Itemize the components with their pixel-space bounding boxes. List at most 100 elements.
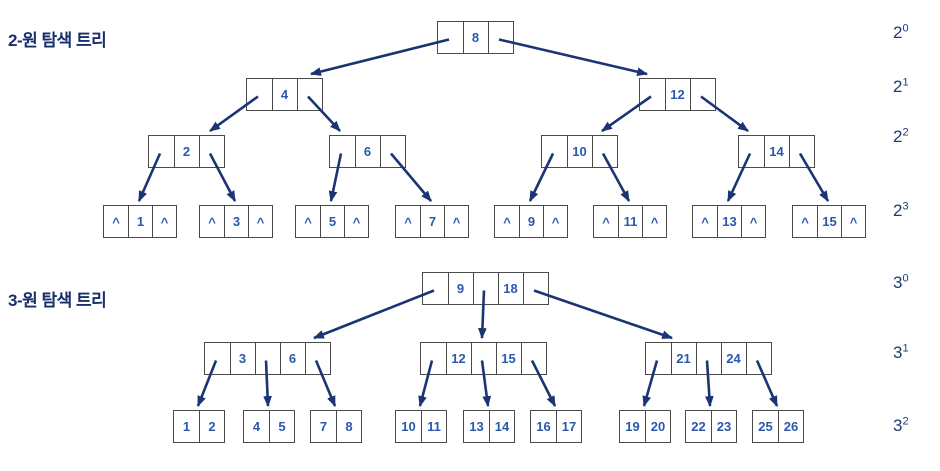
level-label-exponent: 2 <box>902 415 909 428</box>
level-label-base: 2 <box>893 77 903 96</box>
level-label-base: 2 <box>893 201 903 220</box>
node-value: 4 <box>252 419 261 434</box>
pointer-cell <box>198 136 224 167</box>
value-cell: 1 <box>174 411 199 442</box>
null-marker: ^ <box>503 215 511 230</box>
node-value: 15 <box>822 214 837 229</box>
value-cell: 14 <box>763 136 789 167</box>
node-value: 1 <box>182 419 191 434</box>
node-value: 5 <box>328 214 337 229</box>
node-value: 11 <box>427 419 441 434</box>
pointer-cell <box>472 273 498 304</box>
value-cell: 22 <box>686 411 711 442</box>
value-cell: 23 <box>711 411 736 442</box>
node-value: 7 <box>319 419 328 434</box>
value-cell: 3 <box>229 343 255 374</box>
internal-node-10: 10 <box>540 135 618 168</box>
node-value: 13 <box>722 214 737 229</box>
level-label-2-1: 21 <box>893 76 909 97</box>
level-label-exponent: 1 <box>902 342 909 355</box>
null-pointer-cell: ^ <box>248 206 272 237</box>
node-value: 10 <box>401 419 416 434</box>
level-label-2-3: 23 <box>893 200 909 221</box>
null-marker: ^ <box>650 215 659 230</box>
pointer-cell <box>745 343 771 374</box>
node-value: 9 <box>527 214 536 229</box>
value-cell: 16 <box>531 411 556 442</box>
pointer-cell <box>247 79 272 110</box>
null-pointer-cell: ^ <box>594 206 618 237</box>
value-cell: 21 <box>670 343 696 374</box>
node-value: 5 <box>278 419 286 434</box>
value-cell: 14 <box>489 411 514 442</box>
null-marker: ^ <box>602 215 610 230</box>
null-pointer-cell: ^ <box>396 206 420 237</box>
node-value: 20 <box>650 419 666 434</box>
value-cell: 7 <box>420 206 444 237</box>
level-label-3-2: 32 <box>893 415 909 436</box>
pointer-cell <box>689 79 715 110</box>
level-label-exponent: 1 <box>902 76 909 89</box>
value-cell: 4 <box>244 411 269 442</box>
value-cell: 12 <box>664 79 690 110</box>
node-value: 4 <box>280 87 289 102</box>
pointer-cell <box>788 136 814 167</box>
node-value: 12 <box>670 87 685 102</box>
value-cell: 5 <box>269 411 294 442</box>
level-label-3-0: 30 <box>893 272 909 293</box>
pointer-cell <box>421 343 446 374</box>
null-marker: ^ <box>452 215 461 230</box>
internal-node-9-18: 9 18 <box>421 272 549 305</box>
pointer-cell <box>379 136 405 167</box>
internal-node-6: 6 <box>328 135 406 168</box>
node-value: 21 <box>676 351 691 366</box>
leaf-node-7: ^7^ <box>395 205 469 238</box>
internal-node-4: 4 <box>245 78 323 111</box>
leaf-node-3: ^3^ <box>199 205 273 238</box>
null-marker: ^ <box>112 215 120 230</box>
value-cell: 11 <box>421 411 446 442</box>
level-label-3-1: 31 <box>893 342 909 363</box>
pointer-cell <box>470 343 496 374</box>
pointer-cell <box>304 343 330 374</box>
node-value: 17 <box>561 419 577 434</box>
level-label-exponent: 3 <box>902 200 909 213</box>
value-cell: 10 <box>396 411 421 442</box>
null-pointer-cell: ^ <box>296 206 320 237</box>
node-value: 18 <box>503 281 518 296</box>
value-cell: 15 <box>817 206 841 237</box>
pointer-cell <box>522 273 548 304</box>
level-label-exponent: 0 <box>902 272 909 285</box>
node-value: 16 <box>536 419 551 434</box>
value-cell: 13 <box>717 206 741 237</box>
null-pointer-cell: ^ <box>841 206 865 237</box>
null-pointer-cell: ^ <box>693 206 717 237</box>
value-cell: 18 <box>497 273 523 304</box>
internal-node-14: 14 <box>737 135 815 168</box>
value-cell: 17 <box>556 411 581 442</box>
value-cell: 6 <box>354 136 380 167</box>
value-cell: 9 <box>447 273 473 304</box>
value-cell: 5 <box>320 206 344 237</box>
value-cell: 6 <box>279 343 305 374</box>
null-marker: ^ <box>256 215 265 230</box>
tree-edge-n8-n12 <box>498 38 649 77</box>
value-cell: 1 <box>128 206 152 237</box>
node-value: 14 <box>769 144 784 159</box>
leaf-node-10-11: 10 11 <box>395 410 447 443</box>
value-cell: 9 <box>519 206 543 237</box>
value-cell: 20 <box>645 411 670 442</box>
node-value: 22 <box>691 419 706 434</box>
level-label-base: 2 <box>893 23 903 42</box>
null-pointer-cell: ^ <box>344 206 368 237</box>
node-value: 6 <box>363 144 372 159</box>
null-pointer-cell: ^ <box>642 206 666 237</box>
level-label-exponent: 2 <box>902 126 909 139</box>
